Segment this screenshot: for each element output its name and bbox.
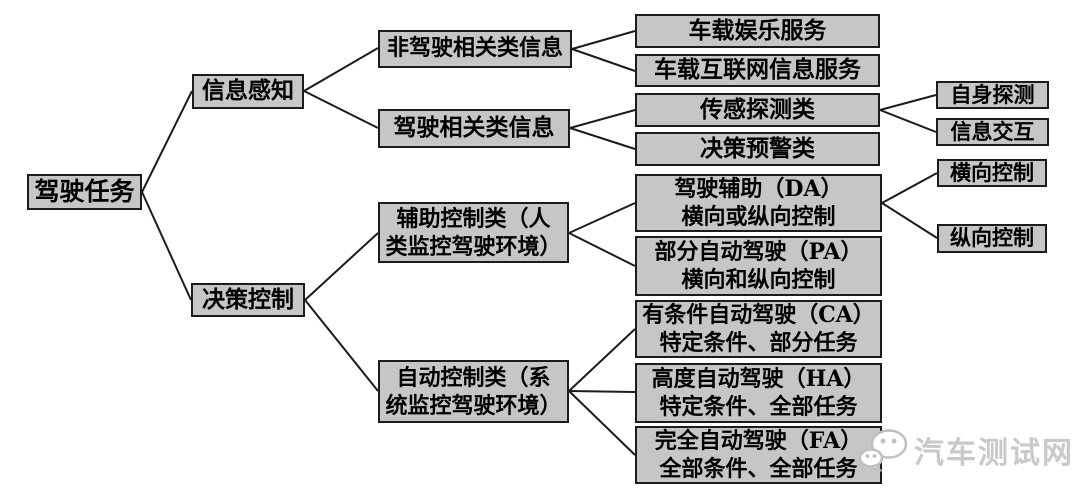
node-non-driving-related-info: 非驾驶相关类信息 — [378, 30, 572, 68]
node-line: 有条件自动驾驶（CA） — [642, 302, 875, 328]
node-sensor-detection: 传感探测类 — [635, 93, 880, 127]
node-line: 全部条件、全部任务 — [659, 456, 858, 482]
node-full-automation-fa: 完全自动驾驶（FA） 全部条件、全部任务 — [635, 426, 882, 484]
node-partial-automation-pa: 部分自动驾驶（PA） 横向和纵向控制 — [635, 236, 882, 296]
node-line: 部分自动驾驶（PA） — [654, 239, 863, 265]
node-conditional-automation-ca: 有条件自动驾驶（CA） 特定条件、部分任务 — [635, 300, 882, 358]
node-line: 辅助控制类（人 — [396, 205, 551, 232]
node-line: 高度自动驾驶（HA） — [651, 366, 866, 392]
node-line: 类监控驾驶环境） — [385, 233, 562, 260]
node-decision-control: 决策控制 — [191, 283, 305, 317]
node-driver-assistance-da: 驾驶辅助（DA） 横向或纵向控制 — [635, 174, 882, 232]
node-line: 特定条件、部分任务 — [659, 330, 858, 356]
node-information-interaction: 信息交互 — [936, 118, 1049, 146]
node-assisted-control-class: 辅助控制类（人 类监控驾驶环境） — [378, 202, 569, 263]
node-line: 驾驶辅助（DA） — [674, 176, 843, 202]
node-driving-task: 驾驶任务 — [27, 174, 142, 210]
node-in-vehicle-entertainment: 车载娱乐服务 — [635, 14, 880, 48]
node-decision-warning: 决策预警类 — [635, 132, 880, 166]
node-driving-related-info: 驾驶相关类信息 — [378, 109, 570, 148]
node-line: 横向或纵向控制 — [681, 204, 836, 230]
wechat-logo-icon — [858, 429, 908, 472]
node-self-detection: 自身探测 — [936, 81, 1049, 109]
node-line: 统监控驾驶环境） — [385, 392, 562, 419]
node-line: 特定条件、全部任务 — [659, 394, 858, 420]
node-line: 横向和纵向控制 — [681, 267, 836, 293]
node-information-perception: 信息感知 — [192, 74, 304, 109]
node-line: 完全自动驾驶（FA） — [654, 428, 863, 454]
watermark: 汽车测试网 — [858, 428, 1074, 472]
node-longitudinal-control: 纵向控制 — [937, 224, 1047, 253]
watermark-text: 汽车测试网 — [914, 437, 1074, 470]
node-in-vehicle-internet-service: 车载互联网信息服务 — [635, 54, 880, 87]
node-automatic-control-class: 自动控制类（系 统监控驾驶环境） — [378, 360, 569, 423]
node-lateral-control: 横向控制 — [937, 159, 1047, 187]
node-line: 自动控制类（系 — [396, 364, 551, 391]
node-high-automation-ha: 高度自动驾驶（HA） 特定条件、全部任务 — [635, 363, 882, 423]
